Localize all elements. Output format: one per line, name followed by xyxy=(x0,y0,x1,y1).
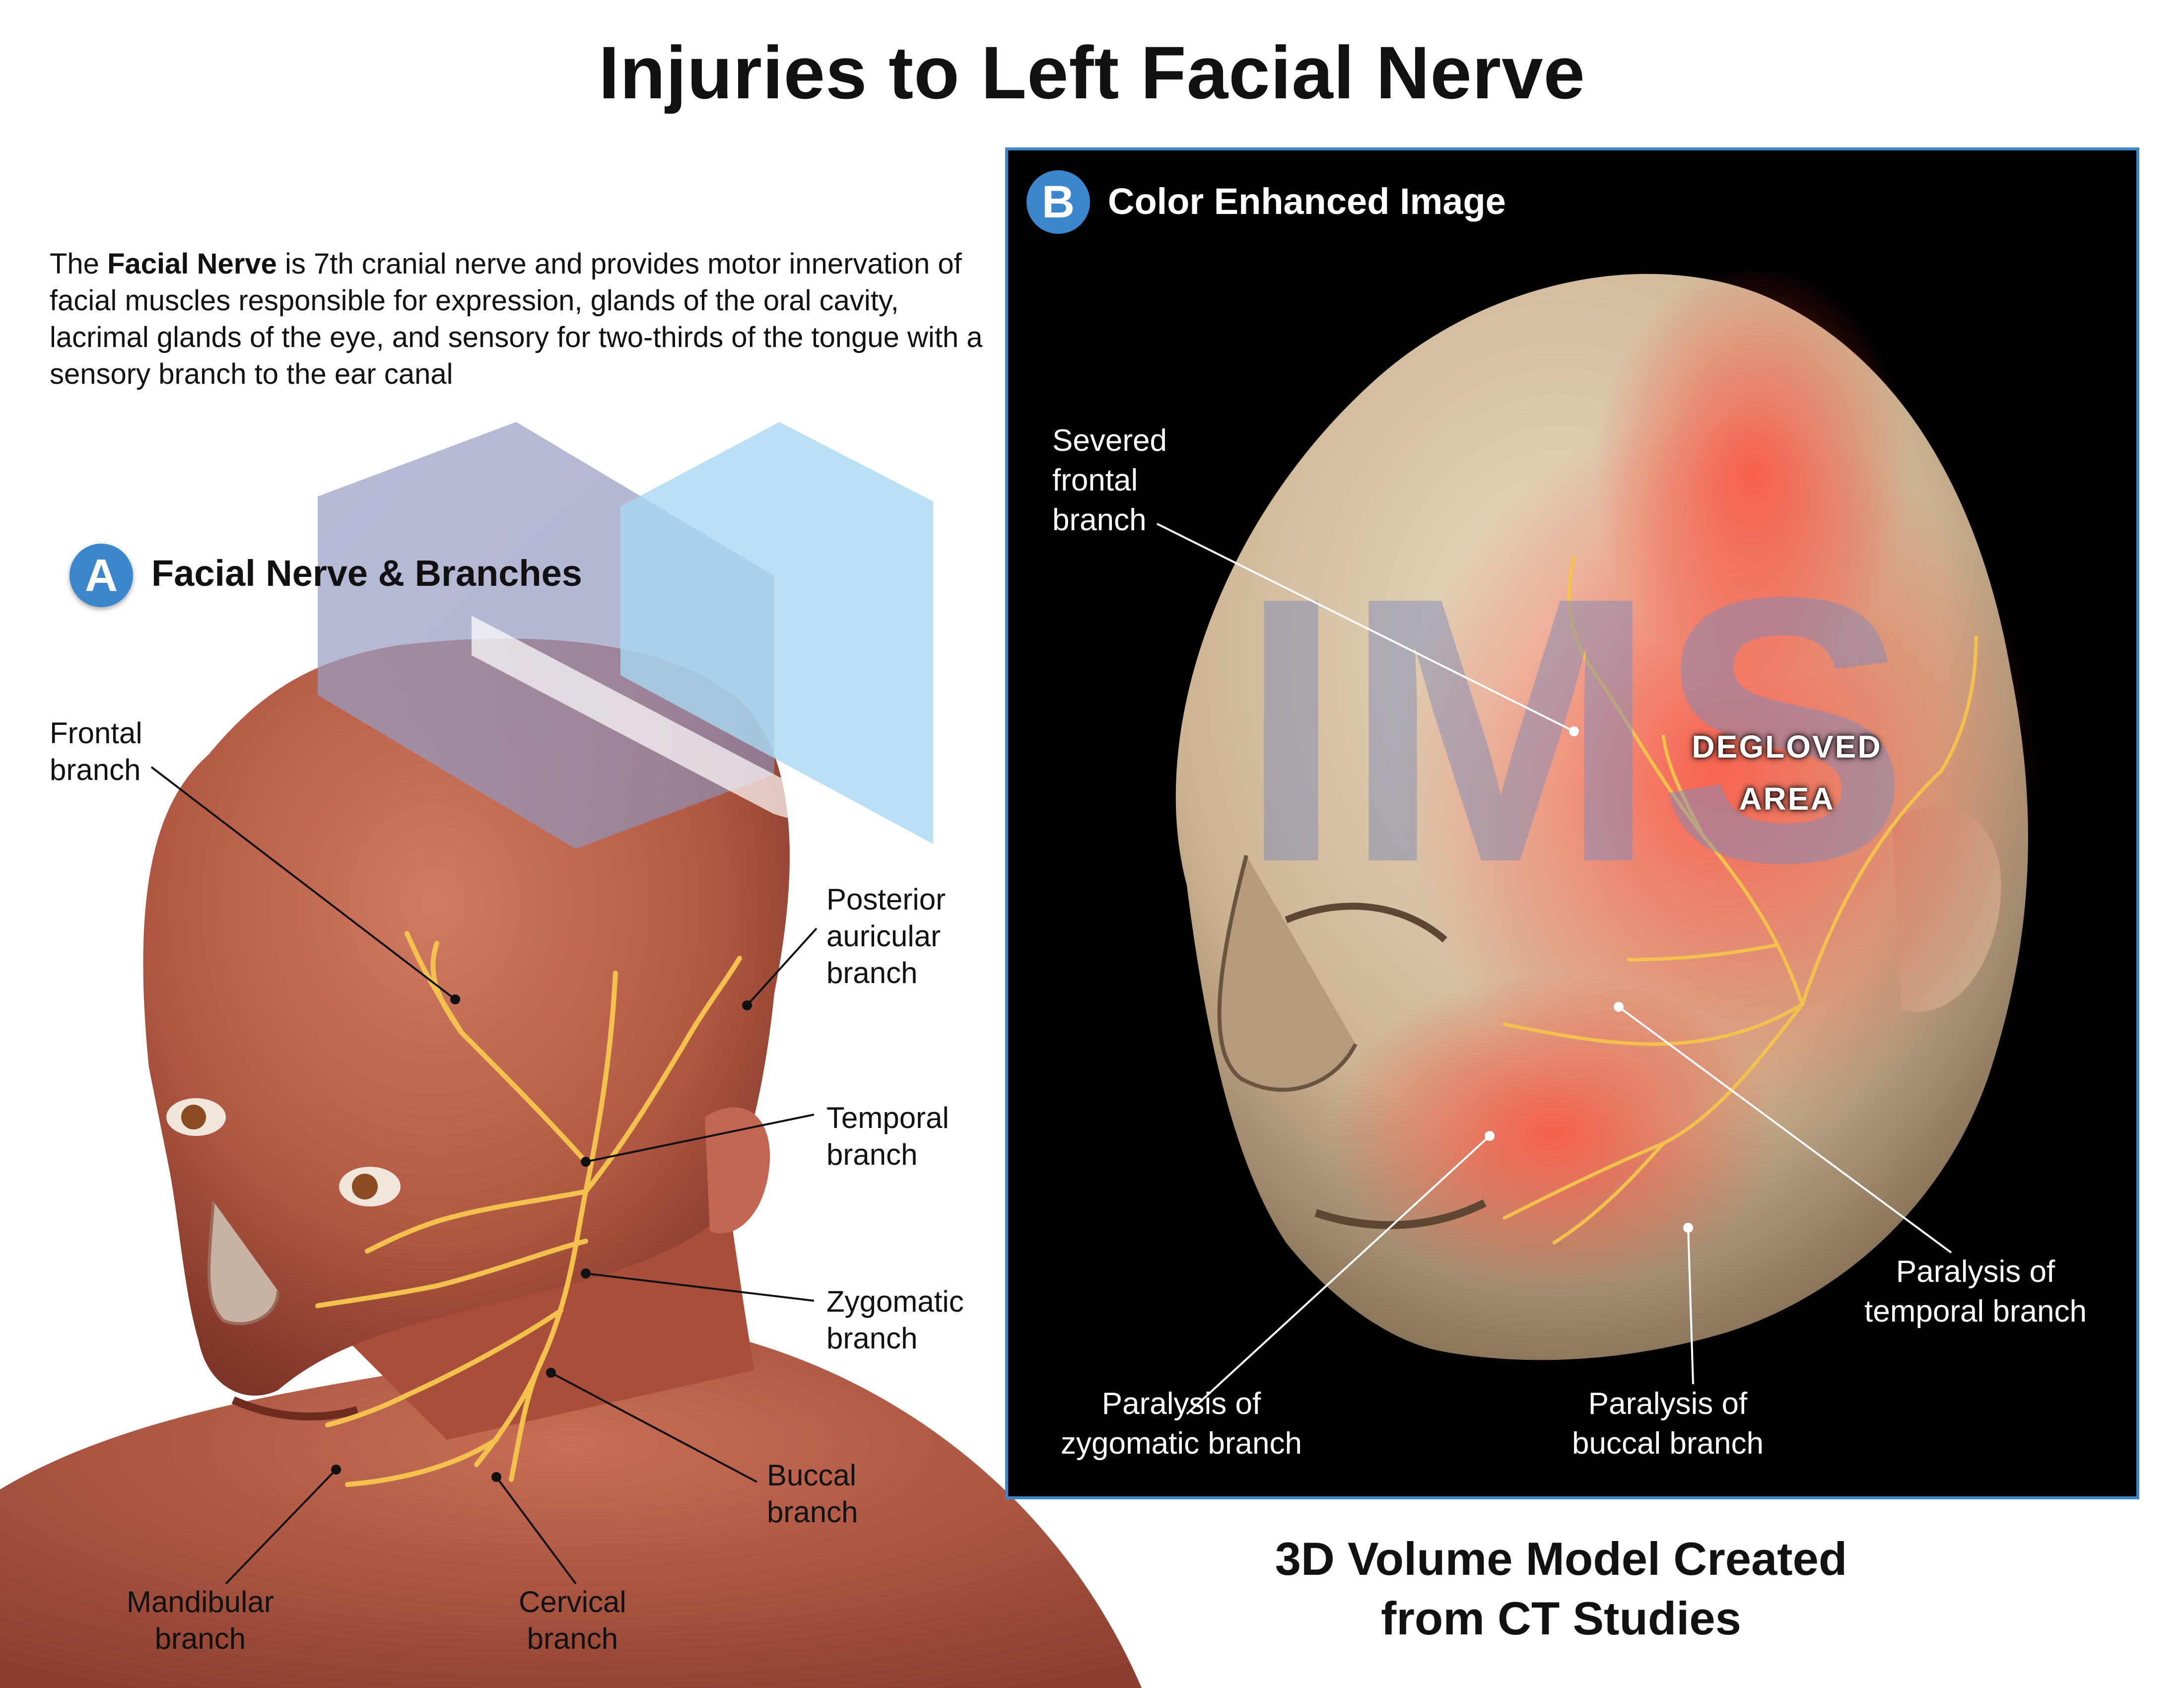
mouth-shape xyxy=(231,1396,359,1421)
label-line: buccal branch xyxy=(1571,1426,1764,1461)
label-zygomatic-branch: Zygomatic branch xyxy=(826,1283,964,1357)
nose-shape xyxy=(207,1201,279,1326)
badge-b: B xyxy=(1026,170,1090,234)
label-cervical-branch: Cervical branch xyxy=(519,1584,626,1657)
panel-a-title: Facial Nerve & Branches xyxy=(151,553,582,594)
label-line: Zygomatic xyxy=(826,1285,964,1318)
label-line: DEGLOVED xyxy=(1692,729,1882,765)
label-line: Temporal xyxy=(826,1101,949,1134)
ear-shape xyxy=(705,1107,770,1234)
panel-b-leader-lines xyxy=(1157,523,1952,1415)
watermark-shape-right xyxy=(620,422,933,844)
panel-b-illustration: IMS xyxy=(1157,265,2041,1415)
label-line: Cervical xyxy=(519,1585,626,1618)
cheek-glow xyxy=(1331,975,1777,1292)
watermark-shape-light xyxy=(472,616,933,859)
subtitle-line: 3D Volume Model Created xyxy=(1275,1533,1847,1585)
label-line: frontal xyxy=(1052,463,1138,497)
label-posterior-auricular-branch: Posterior auricular branch xyxy=(826,881,946,991)
panel-b-title: Color Enhanced Image xyxy=(1108,181,1506,222)
label-line: AREA xyxy=(1739,781,1835,817)
label-line: branch xyxy=(826,956,918,989)
panel-b-leader-dots xyxy=(1485,726,1693,1233)
label-line: Mandibular xyxy=(127,1585,274,1618)
label-paralysis-buccal: Paralysis of buccal branch xyxy=(1529,1384,1807,1464)
label-line: branch xyxy=(1052,503,1147,537)
label-mandibular-branch: Mandibular branch xyxy=(127,1584,274,1657)
intro-lead: The xyxy=(50,248,108,280)
label-line: branch xyxy=(50,753,141,786)
page-title: Injuries to Left Facial Nerve xyxy=(599,31,1585,114)
label-line: Severed xyxy=(1052,423,1167,458)
label-severed-frontal-branch: Severed frontal branch xyxy=(1052,421,1167,540)
label-line: branch xyxy=(154,1622,246,1655)
label-line: Buccal xyxy=(767,1459,857,1492)
intro-rest: is 7th cranial nerve and provides motor … xyxy=(50,248,983,390)
panel-b-subtitle: 3D Volume Model Created from CT Studies xyxy=(1201,1529,1921,1648)
intro-paragraph: The Facial Nerve is 7th cranial nerve an… xyxy=(50,246,993,393)
label-paralysis-zygomatic: Paralysis of zygomatic branch xyxy=(1032,1384,1330,1464)
label-line: Paralysis of xyxy=(1588,1387,1748,1421)
badge-a: A xyxy=(69,544,133,607)
nerve-branches xyxy=(315,931,742,1487)
mouth-3d-shape xyxy=(1314,1199,1487,1229)
label-line: branch xyxy=(767,1495,858,1529)
label-line: branch xyxy=(826,1322,918,1355)
intro-bold-term: Facial Nerve xyxy=(107,248,277,280)
label-line: auricular xyxy=(826,919,941,953)
label-line: Paralysis of xyxy=(1896,1255,2055,1289)
label-line: branch xyxy=(527,1622,618,1655)
panel-a-leader-lines xyxy=(150,766,818,1585)
label-paralysis-temporal: Paralysis of temporal branch xyxy=(1837,1252,2115,1332)
label-line: zygomatic branch xyxy=(1061,1426,1302,1461)
eye-3d-shape xyxy=(1285,903,1447,943)
temporal-glow xyxy=(1594,265,1911,682)
subtitle-line: from CT Studies xyxy=(1381,1592,1741,1644)
label-line: Frontal xyxy=(50,716,142,750)
label-line: branch xyxy=(826,1138,918,1171)
shoulders-shape xyxy=(0,1340,1142,1688)
label-degloved-area: DEGLOVED AREA xyxy=(1688,721,1886,825)
label-buccal-branch: Buccal branch xyxy=(767,1457,858,1531)
label-frontal-branch: Frontal branch xyxy=(50,715,142,788)
label-line: Posterior xyxy=(826,883,946,916)
label-line: temporal branch xyxy=(1864,1294,2087,1329)
label-temporal-branch: Temporal branch xyxy=(826,1100,949,1173)
nerve-branches-3d xyxy=(1502,556,1978,1245)
panel-a-leader-dots xyxy=(331,994,752,1482)
nose-3d-shape xyxy=(1217,854,1358,1092)
label-line: Paralysis of xyxy=(1101,1387,1261,1421)
